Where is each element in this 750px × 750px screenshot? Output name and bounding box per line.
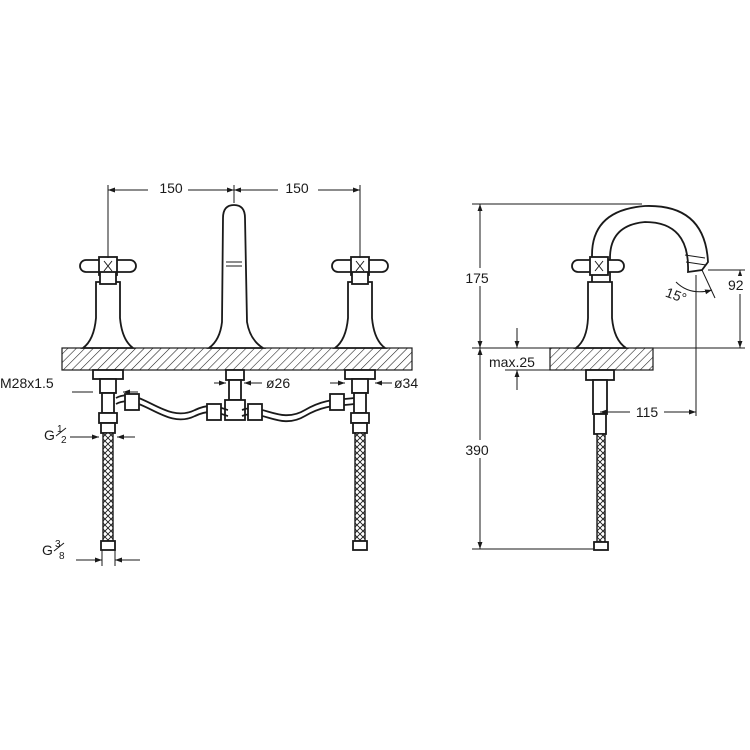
right-supply-hose (354, 432, 366, 542)
left-valve (79, 256, 137, 434)
spout-reach-label: 115 (636, 404, 659, 420)
side-view: 175 390 max.25 115 92 15° (456, 203, 750, 551)
spacing-right-label: 150 (285, 180, 309, 196)
countertop-side (549, 347, 654, 371)
hole-small-label: ø26 (266, 375, 290, 391)
center-spout (206, 204, 267, 421)
spout-angle-label: 15° (664, 284, 689, 306)
counter-thickness-label: max.25 (489, 354, 535, 370)
side-spout (591, 205, 709, 321)
outlet-height-label: 92 (728, 277, 744, 293)
countertop-front (61, 347, 413, 371)
right-valve (331, 256, 389, 434)
spout-height-label: 175 (465, 270, 489, 286)
inlet-thread-denominator: 2 (61, 435, 67, 446)
below-counter-label: 390 (465, 442, 489, 458)
hole-large-label: ø34 (394, 375, 418, 391)
inlet-thread-numerator: 1 (57, 424, 63, 435)
spacing-left-label: 150 (159, 180, 183, 196)
front-view: 150 150 M28x1.5 ø26 ø34 G 1 2 G 3 8 (0, 178, 418, 566)
hose-thread-base: G (42, 542, 53, 558)
left-supply-hose (102, 432, 114, 542)
inlet-thread-base: G (44, 427, 55, 443)
thread-label: M28x1.5 (0, 375, 54, 391)
hose-thread-numerator: 3 (55, 539, 61, 550)
hose-thread-denominator: 8 (59, 551, 65, 562)
